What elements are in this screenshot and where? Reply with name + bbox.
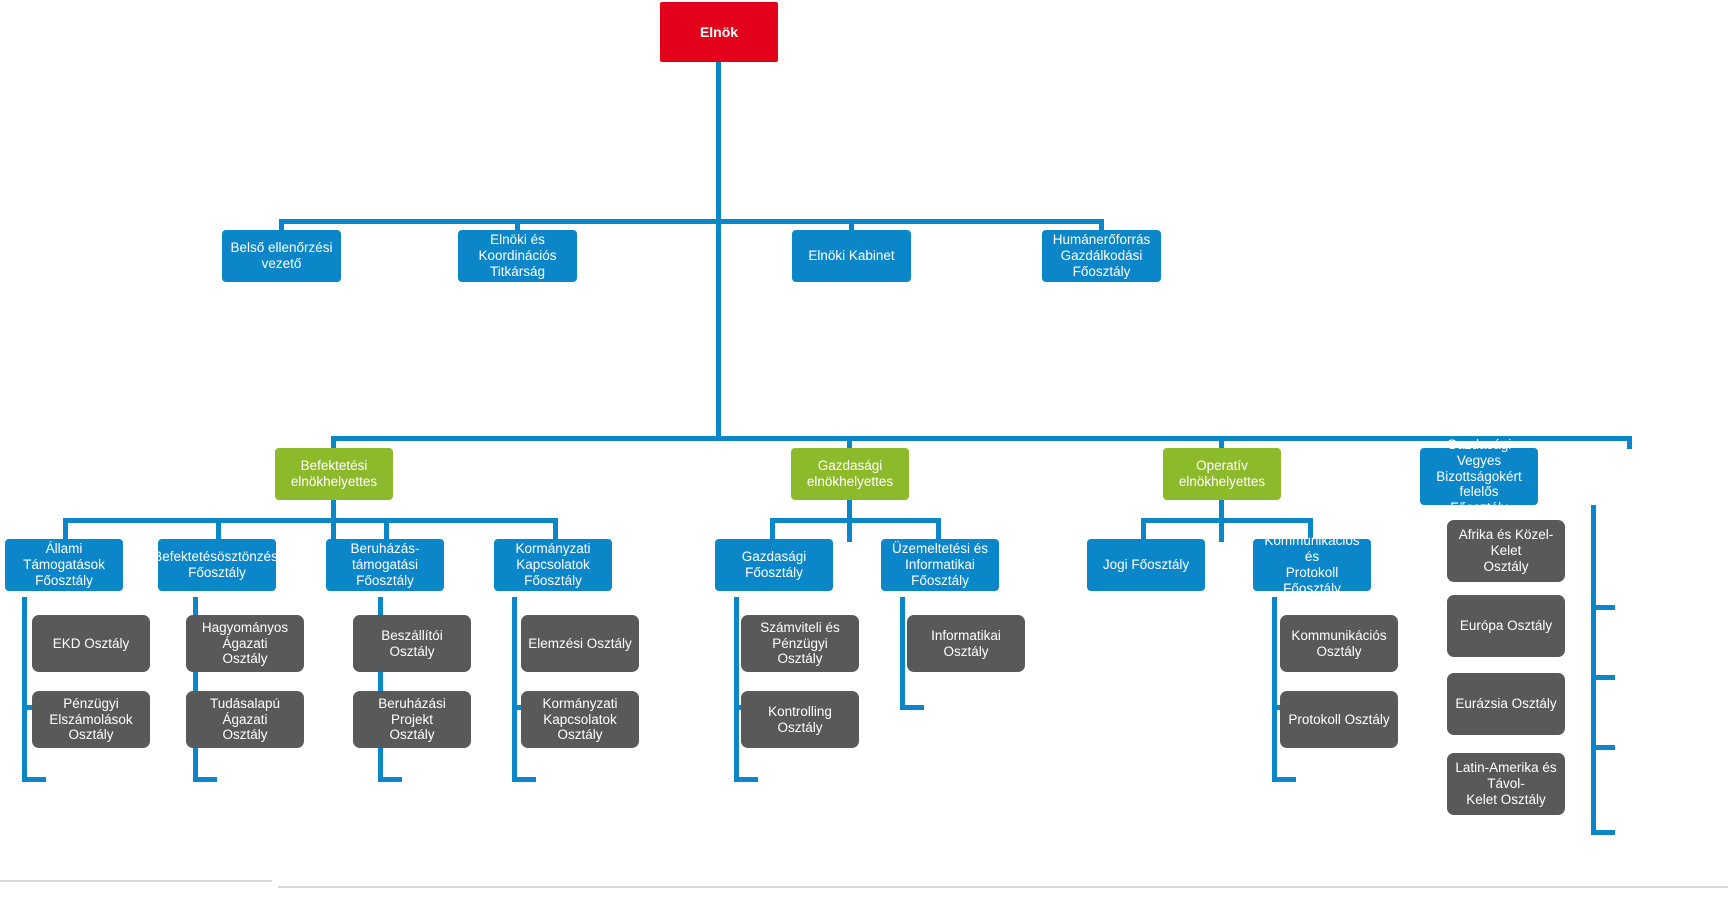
node-elnoki-koordinacios-titkarsag[interactable]: Elnöki és Koordinációs Titkárság (458, 230, 577, 282)
connector-deputy-drop-3 (1219, 436, 1224, 449)
connector-gazdfoo-arm-2 (734, 777, 758, 782)
connector-kormanyzati-arm-2 (512, 777, 536, 782)
connector-root-down (716, 62, 721, 222)
node-beszallitoi-osztaly[interactable]: Beszállítói Osztály (353, 615, 471, 672)
node-protokoll-osztaly[interactable]: Protokoll Osztály (1280, 691, 1398, 748)
connector-befosztonzesi-arm-2 (193, 777, 217, 782)
node-afrika-kozel-kelet-osztaly[interactable]: Afrika és Közel-Kelet Osztály (1447, 520, 1565, 582)
connector-beruhazas-arm-2 (378, 777, 402, 782)
node-gazdasagi-elnokhelyettes[interactable]: Gazdasági elnökhelyettes (791, 448, 909, 500)
connector-gazdfoo-rail (734, 597, 739, 777)
connector-operativ-drop-1 (1141, 518, 1146, 540)
bottom-rule-right (278, 886, 1728, 888)
node-operativ-elnokhelyettes[interactable]: Operatív elnökhelyettes (1163, 448, 1281, 500)
node-kommunikacios-osztaly[interactable]: Kommunikációs Osztály (1280, 615, 1398, 672)
node-gazdasagi-vegyes-bizottsagokert-felelos-foosztaly[interactable]: Gazdasági Vegyes Bizottságokért felelős … (1420, 437, 1538, 515)
connector-befektetesi-drop-4 (553, 518, 558, 540)
connector-gazdasagi-bus (770, 518, 940, 523)
node-humaneroforras-gazdalkodasi-foosztaly[interactable]: Humánerőforrás Gazdálkodási Főosztály (1042, 230, 1161, 282)
node-penzugyi-elszamolasok-osztaly[interactable]: Pénzügyi Elszámolások Osztály (32, 691, 150, 748)
connector-gazdasagi-drop-1 (770, 518, 775, 540)
connector-deputy-drop-2 (847, 436, 852, 449)
connector-uzemeltetesi-rail (900, 597, 905, 707)
node-belso-ellenorzesi-vezeto[interactable]: Belső ellenőrzési vezető (222, 230, 341, 282)
node-kormanyzati-kapcsolatok-foosztaly[interactable]: Kormányzati Kapcsolatok Főosztály (494, 539, 612, 591)
connector-staff-bus (281, 219, 1103, 224)
connector-uzemeltetesi-arm-1 (900, 705, 924, 710)
connector-operativ-drop-2 (1308, 518, 1313, 540)
connector-deputy-drop-1 (331, 436, 336, 449)
connector-vegyes-arm-2 (1591, 675, 1615, 680)
node-szamviteli-penzugyi-osztaly[interactable]: Számviteli és Pénzügyi Osztály (741, 615, 859, 672)
node-hagyomanyos-agazati-osztaly[interactable]: Hagyományos Ágazati Osztály (186, 615, 304, 672)
connector-deputy-drop-4 (1627, 436, 1632, 449)
bottom-rule-left (0, 880, 272, 882)
connector-root-trunk (716, 222, 721, 438)
connector-beruhazas-rail (378, 597, 383, 777)
node-europa-osztaly[interactable]: Európa Osztály (1447, 595, 1565, 657)
node-eurazsia-osztaly[interactable]: Eurázsia Osztály (1447, 673, 1565, 735)
connector-vegyes-rail (1591, 505, 1596, 835)
node-beruhazas-tamogatasi-foosztaly[interactable]: Beruházás-támogatási Főosztály (326, 539, 444, 591)
connector-staff-drop-3 (849, 219, 854, 231)
node-befektetesi-elnokhelyettes[interactable]: Befektetési elnökhelyettes (275, 448, 393, 500)
node-beruhazasi-projekt-osztaly[interactable]: Beruházási Projekt Osztály (353, 691, 471, 748)
node-kontrolling-osztaly[interactable]: Kontrolling Osztály (741, 691, 859, 748)
node-kormanyzati-kapcsolatok-osztaly[interactable]: Kormányzati Kapcsolatok Osztály (521, 691, 639, 748)
connector-kormanyzati-rail (512, 597, 517, 777)
connector-allami-arm-2 (22, 777, 46, 782)
node-befektetesosztonzesi-foosztaly[interactable]: Befektetésösztönzési Főosztály (153, 539, 281, 591)
connector-staff-drop-4 (1099, 219, 1104, 231)
connector-befektetesi-drop-2 (216, 518, 221, 540)
connector-befektetesi-drop-3 (384, 518, 389, 540)
connector-vegyes-arm-4 (1591, 830, 1615, 835)
connector-befosztonzesi-rail (193, 597, 198, 777)
connector-deputy-bus (331, 436, 1631, 441)
connector-befektetesi-drop-1 (63, 518, 68, 540)
node-kommunikacios-protokoll-foosztaly[interactable]: Kommunikációs és Protokoll Főosztály (1253, 533, 1371, 596)
connector-kommprot-rail (1272, 597, 1277, 777)
node-elnoki-kabinet[interactable]: Elnöki Kabinet (792, 230, 911, 282)
node-uzemeltetesi-informatikai-foosztaly[interactable]: Üzemeltetési és Informatikai Főosztály (881, 539, 999, 591)
node-informatikai-osztaly[interactable]: Informatikai Osztály (907, 615, 1025, 672)
connector-vegyes-arm-3 (1591, 745, 1615, 750)
connector-allami-rail (22, 597, 27, 777)
connector-staff-drop-2 (515, 219, 520, 231)
connector-kommprot-arm-2 (1272, 777, 1296, 782)
node-allami-tamogatasok-foosztaly[interactable]: Állami Támogatások Főosztály (5, 539, 123, 591)
node-root-elnok[interactable]: Elnök (660, 2, 778, 62)
connector-operativ-bus (1141, 518, 1311, 523)
connector-vegyes-arm-1 (1591, 605, 1615, 610)
connector-staff-drop-1 (279, 219, 284, 231)
node-elemzesi-osztaly[interactable]: Elemzési Osztály (521, 615, 639, 672)
node-tudasalapu-agazati-osztaly[interactable]: Tudásalapú Ágazati Osztály (186, 691, 304, 748)
node-ekd-osztaly[interactable]: EKD Osztály (32, 615, 150, 672)
node-jogi-foosztaly[interactable]: Jogi Főosztály (1087, 539, 1205, 591)
connector-gazdasagi-drop-2 (936, 518, 941, 540)
node-gazdasagi-foosztaly[interactable]: Gazdasági Főosztály (715, 539, 833, 591)
node-latin-amerika-tavol-kelet-osztaly[interactable]: Latin-Amerika és Távol- Kelet Osztály (1447, 753, 1565, 815)
connector-befektetesi-bus (63, 518, 557, 523)
